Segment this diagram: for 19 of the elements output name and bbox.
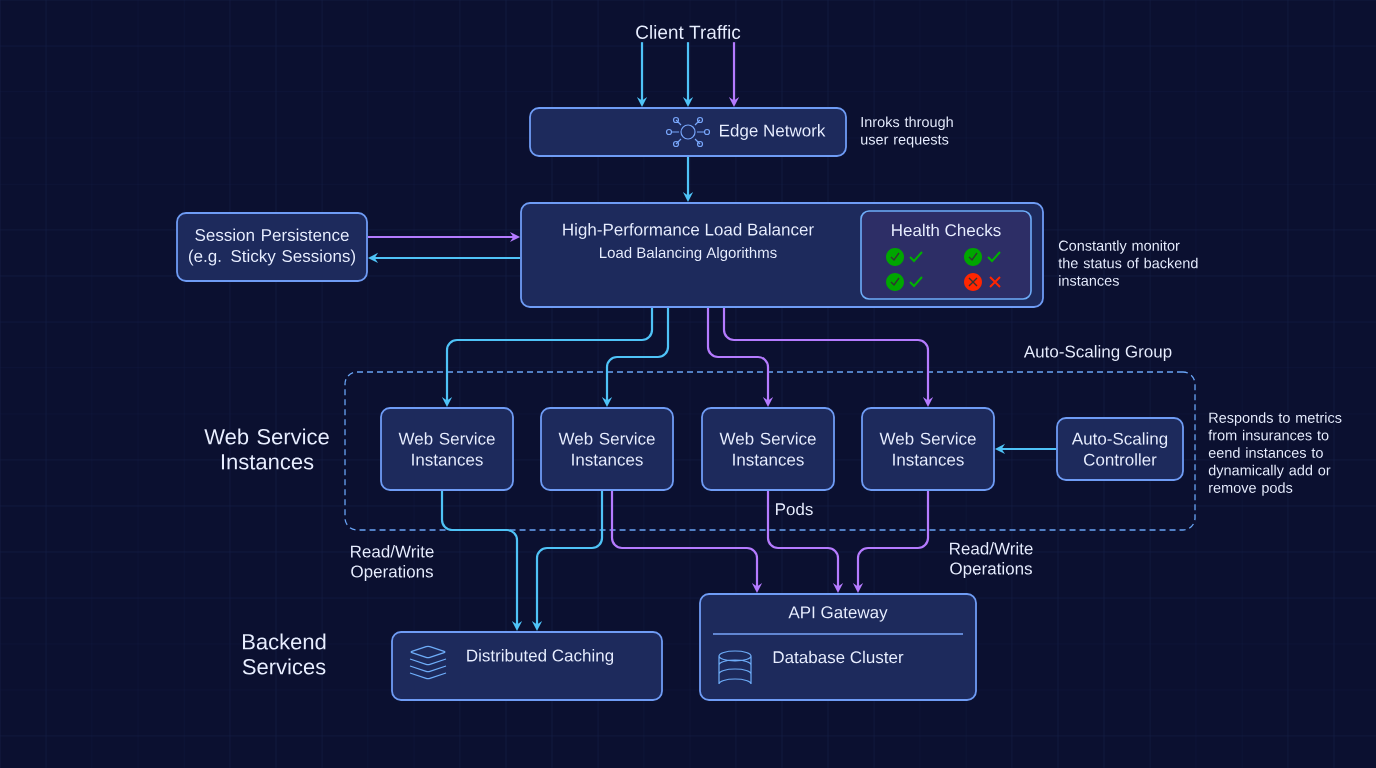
- process-box: Session Persistence (e.g. Sticky Sessions): [176, 212, 368, 282]
- heading-text: Client Traffic: [636, 25, 741, 39]
- side-label: Pods: [776, 502, 813, 516]
- process-box: Web Service Instances: [861, 407, 995, 491]
- process-box: Edge Network: [529, 107, 847, 157]
- process-box: Web Service Instances: [380, 407, 514, 491]
- side-label: Backend Services: [242, 633, 326, 675]
- process-box: API Gateway Database Cluster: [699, 593, 977, 701]
- side-label: Read/Write Operations: [950, 542, 1033, 578]
- process-box: Distributed Caching: [391, 631, 663, 701]
- process-box: Web Service Instances: [701, 407, 835, 491]
- health-checks-panel: Health Checks: [860, 210, 1032, 300]
- process-box: Web Service Instances: [540, 407, 674, 491]
- side-note: Inroks through user requests: [861, 116, 953, 148]
- side-note: Constantly monitor the status of backend instances: [1058, 240, 1198, 286]
- process-box: Auto-Scaling Controller: [1056, 417, 1184, 481]
- side-label: Read/Write Operations: [351, 545, 434, 581]
- side-note: Responds to metrics from insurances to eend instances to dynamically add or remove pods: [1208, 412, 1342, 496]
- side-label: Web Service Instances: [204, 428, 329, 470]
